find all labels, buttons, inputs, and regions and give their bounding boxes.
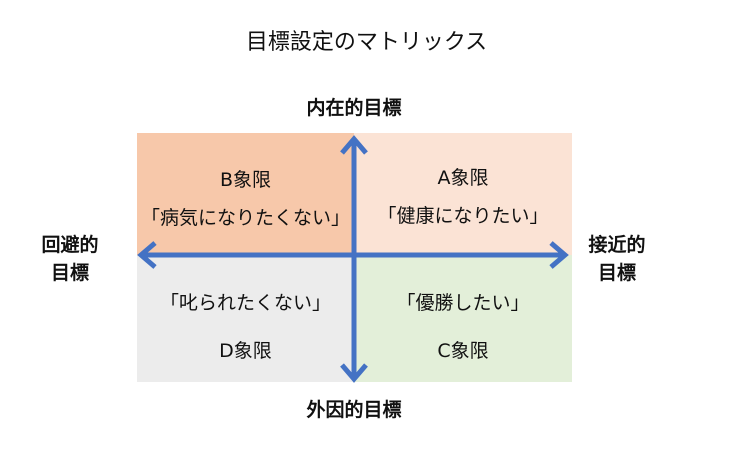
quadrant-a	[354, 133, 572, 255]
up-arrowhead-icon	[340, 135, 368, 155]
quadrant-b	[137, 133, 354, 255]
axis-label-left-line2: 目標	[50, 262, 89, 284]
quadrant-c	[354, 255, 572, 382]
axis-label-right-line2: 目標	[597, 262, 636, 284]
diagram-title: 目標設定のマトリックス	[245, 30, 488, 55]
quadrant-b-name: B象限	[219, 169, 272, 191]
quadrant-d-name: D象限	[219, 340, 272, 362]
quadrant-b-example: 「病気になりたくない」	[140, 207, 350, 229]
quadrant-a-name: A象限	[437, 167, 489, 189]
quadrant-a-example: 「健康になりたい」	[377, 205, 549, 227]
quadrant-d-example: 「叱られたくない」	[159, 292, 331, 314]
axis-label-top: 内在的目標	[306, 97, 402, 119]
axis-label-right-line1: 接近的	[588, 234, 646, 256]
axis-label-left-line1: 回避的	[41, 234, 99, 256]
right-arrowhead-icon	[549, 241, 569, 269]
left-arrowhead-icon	[137, 241, 157, 269]
quadrant-d	[137, 255, 354, 382]
quadrant-c-name: C象限	[437, 340, 489, 362]
down-arrowhead-icon	[340, 363, 368, 383]
quadrant-c-example: 「優勝したい」	[396, 292, 530, 314]
axis-label-bottom: 外因的目標	[306, 399, 402, 421]
